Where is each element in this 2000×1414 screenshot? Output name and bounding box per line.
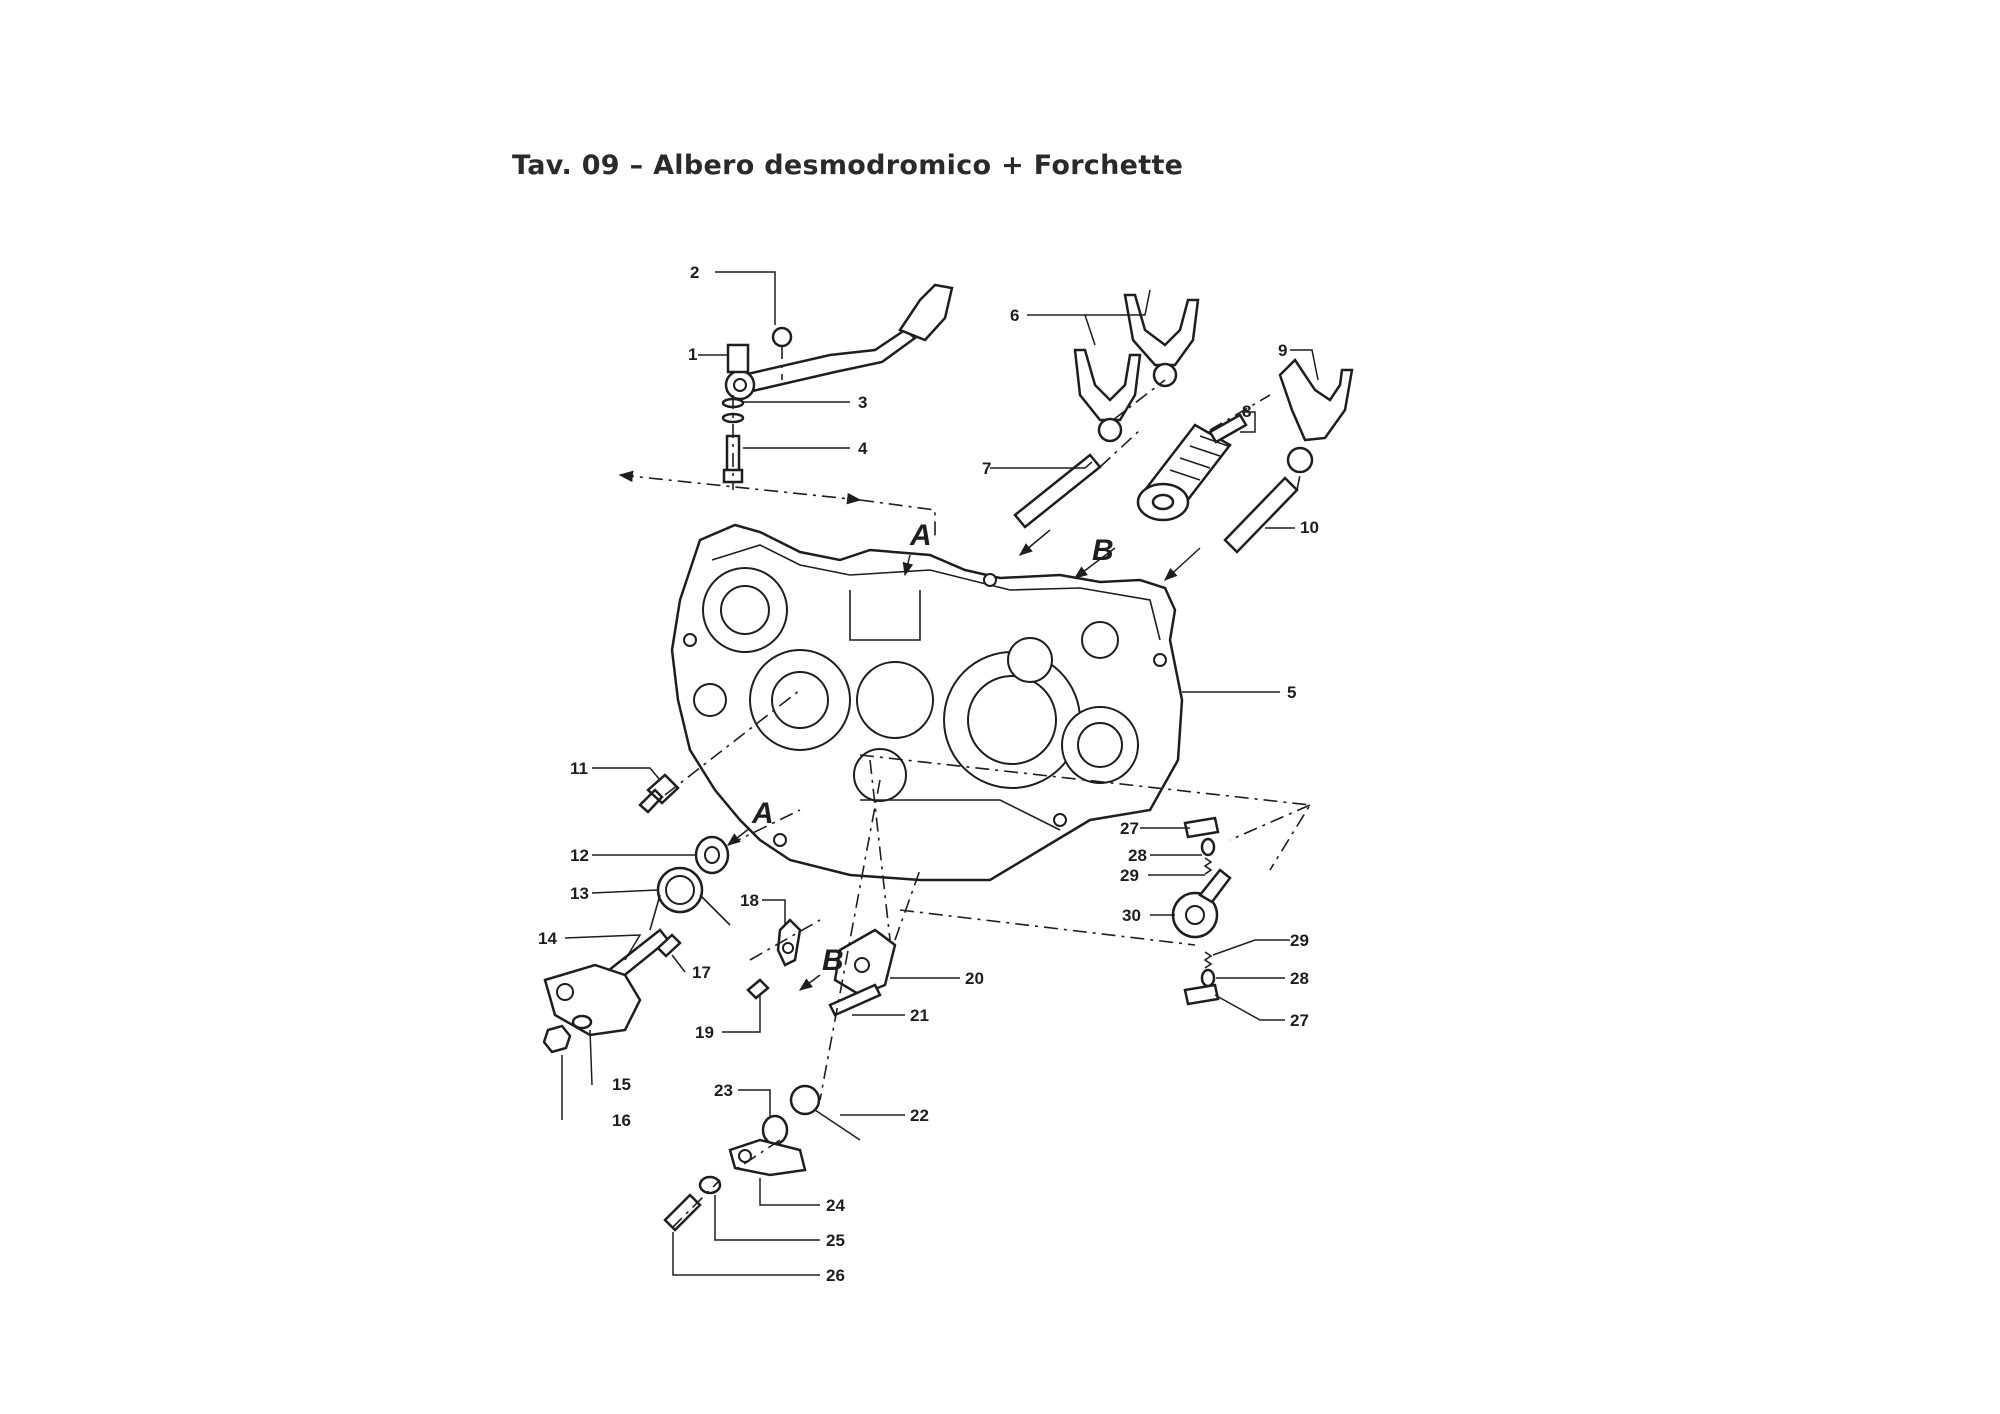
label-22: 22 xyxy=(910,1106,929,1125)
label-8: 8 xyxy=(1242,402,1251,421)
bolt-26-drawing xyxy=(663,1193,702,1232)
part-18-drawing xyxy=(776,918,802,967)
assembly-lines xyxy=(618,345,1312,1229)
view-marker-a-bottom: A xyxy=(751,797,774,830)
label-19: 19 xyxy=(695,1023,714,1042)
label-1: 1 xyxy=(688,345,697,364)
label-15: 15 xyxy=(612,1075,631,1094)
screw-19-drawing xyxy=(746,978,770,1000)
label-28-bottom: 28 xyxy=(1290,969,1309,988)
spring-29-top-drawing xyxy=(1203,857,1213,875)
selector-shaft-14-drawing xyxy=(543,928,670,1037)
label-16: 16 xyxy=(612,1111,631,1130)
label-5: 5 xyxy=(1287,683,1296,702)
label-11: 11 xyxy=(570,759,588,778)
view-marker-b-top: B xyxy=(1092,534,1114,567)
label-17: 17 xyxy=(692,963,711,982)
gear-lever-drawing xyxy=(724,283,954,401)
label-29-bottom: 29 xyxy=(1290,931,1309,950)
bush-12-drawing xyxy=(694,835,730,875)
ball-28-bottom-drawing xyxy=(1200,968,1216,988)
shift-forks-drawing xyxy=(1073,293,1200,443)
label-9: 9 xyxy=(1278,341,1287,360)
label-27-bottom: 27 xyxy=(1290,1011,1309,1030)
lever-24-drawing xyxy=(728,1138,807,1177)
lever-clip-drawing xyxy=(771,326,793,348)
plug-11-drawing xyxy=(638,773,680,814)
label-14: 14 xyxy=(538,929,557,948)
view-arrows xyxy=(726,529,1201,991)
label-2: 2 xyxy=(690,263,699,282)
spring-29-bottom-drawing xyxy=(1203,951,1213,969)
page-title: Tav. 09 – Albero desmodromico + Forchett… xyxy=(512,150,1184,181)
label-13: 13 xyxy=(570,884,589,903)
cam-30-drawing xyxy=(1171,868,1232,939)
selector-drum-drawing xyxy=(1136,413,1248,522)
ball-28-top-drawing xyxy=(1200,837,1216,857)
washer-15-drawing xyxy=(571,1014,593,1030)
label-12: 12 xyxy=(570,846,589,865)
label-23: 23 xyxy=(714,1081,733,1100)
fork-shaft-10-drawing xyxy=(1223,476,1299,554)
crankcase-drawing xyxy=(670,523,1184,882)
screw-21-drawing xyxy=(828,983,882,1017)
plate-20-drawing xyxy=(833,928,897,997)
label-6: 6 xyxy=(1010,306,1019,325)
roller-23-drawing xyxy=(761,1114,789,1146)
pin-17-drawing xyxy=(656,933,682,958)
label-26: 26 xyxy=(826,1266,845,1285)
fork-9-drawing xyxy=(1278,358,1354,474)
label-28-top: 28 xyxy=(1128,846,1147,865)
label-29-top: 29 xyxy=(1120,866,1139,885)
label-24: 24 xyxy=(826,1196,845,1215)
cap-27-bottom-drawing xyxy=(1183,983,1220,1006)
label-27-top: 27 xyxy=(1120,819,1139,838)
cap-27-top-drawing xyxy=(1183,816,1220,839)
view-marker-b-bottom: B xyxy=(822,944,844,977)
washer-25-drawing xyxy=(698,1175,722,1195)
label-7: 7 xyxy=(982,459,991,478)
view-marker-a-top: A xyxy=(909,519,932,552)
label-25: 25 xyxy=(826,1231,845,1250)
label-4: 4 xyxy=(858,439,868,458)
spring-22-drawing xyxy=(789,1084,861,1141)
label-20: 20 xyxy=(965,969,984,988)
label-30: 30 xyxy=(1122,906,1141,925)
nut-16-drawing xyxy=(542,1024,572,1054)
label-18: 18 xyxy=(740,891,759,910)
label-10: 10 xyxy=(1300,518,1319,537)
leader-lines xyxy=(561,271,1319,1276)
part-labels: 1 2 3 4 5 6 7 8 9 10 11 12 13 14 15 16 1… xyxy=(538,263,1319,1285)
label-21: 21 xyxy=(910,1006,929,1025)
label-3: 3 xyxy=(858,393,867,412)
spring-13-drawing xyxy=(649,866,731,931)
